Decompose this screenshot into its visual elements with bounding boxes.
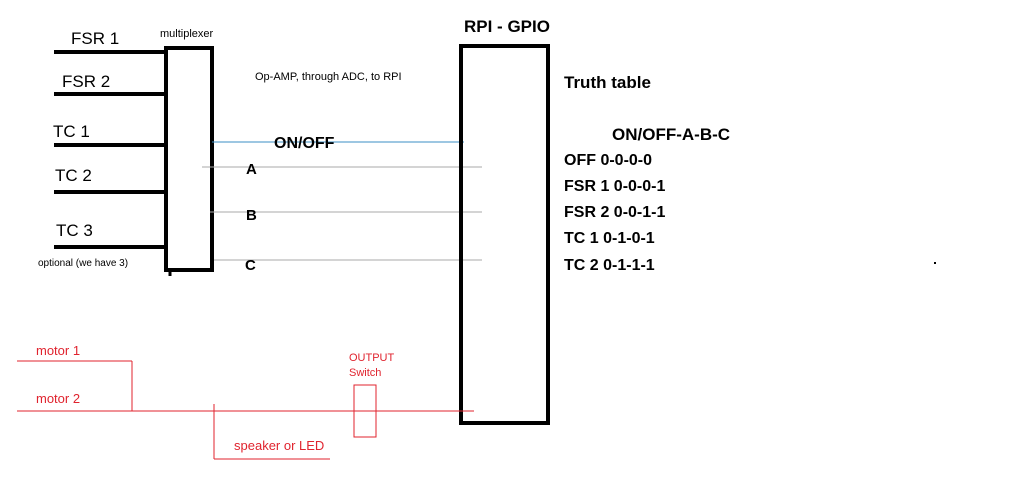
speaker-label: speaker or LED [234,438,324,453]
b-label: B [246,207,257,224]
stray-dot [934,262,936,264]
multiplexer-box [164,46,214,272]
fsr1-label: FSR 1 [71,29,119,48]
rpi-gpio-box [459,44,550,425]
truth-table-row: TC 2 0-1-1-1 [564,257,655,274]
truth-table-row: FSR 1 0-0-0-1 [564,178,665,195]
on-off-label: ON/OFF [274,135,335,152]
optional-note: optional (we have 3) [38,258,128,269]
opamp-note: Op-AMP, through ADC, to RPI [255,71,402,83]
truth-table-row: FSR 2 0-0-1-1 [564,204,665,221]
output-switch-box [353,384,377,438]
truth-table-title: Truth table [564,73,651,92]
output-switch-label-line2: Switch [349,367,381,379]
tc2-label: TC 2 [55,166,92,185]
c-label: C [245,257,256,274]
motor1-label: motor 1 [36,343,80,358]
tc3-label: TC 3 [56,221,93,240]
motor2-label: motor 2 [36,391,80,406]
multiplexer-label: multiplexer [160,28,214,40]
a-label: A [246,161,257,178]
truth-table-row: OFF 0-0-0-0 [564,152,652,169]
output-wiring [17,360,474,460]
rpi-gpio-label: RPI - GPIO [464,17,550,36]
fsr2-label: FSR 2 [62,72,110,91]
truth-table-row: TC 1 0-1-0-1 [564,230,655,247]
truth-table-header: ON/OFF-A-B-C [612,125,730,144]
output-switch-label-line1: OUTPUT [349,352,395,364]
tc1-label: TC 1 [53,122,90,141]
